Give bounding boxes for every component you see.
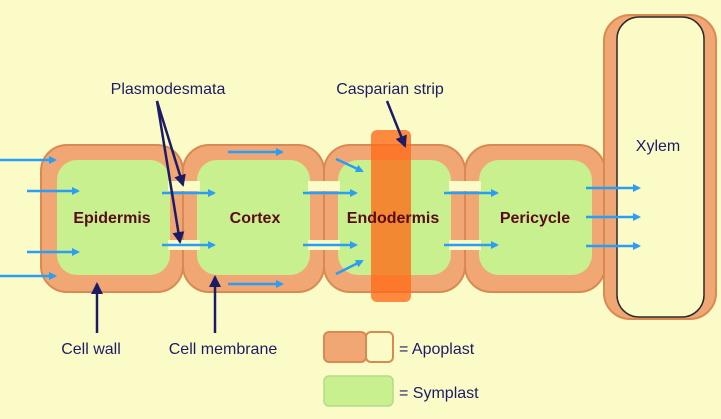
cell-labels: Epidermis Cortex Endodermis Pericycle (73, 210, 570, 227)
plasmodesmata-pointer (155, 100, 186, 187)
cell-wall-annotation: Cell wall (61, 341, 121, 358)
xylem-label: Xylem (636, 138, 680, 155)
cell-membrane-annotation: Cell membrane (169, 341, 278, 358)
flow-arrow (335, 157, 364, 173)
casparian-strip-pointer (385, 100, 407, 148)
legend: = Apoplast = Symplast (323, 331, 479, 407)
casparian-strip-annotation: Casparian strip (336, 81, 444, 98)
water-flow-arrows (0, 148, 641, 288)
cytoplasm-group (57, 160, 592, 275)
epidermis-cytoplasm (57, 160, 170, 275)
epidermis-label: Epidermis (73, 210, 150, 227)
pericycle-cytoplasm (479, 160, 592, 275)
plasmodesmata-pointer (155, 100, 185, 244)
legend-apoplast-wall-swatch (323, 331, 367, 363)
legend-symplast-label: = Symplast (399, 385, 479, 402)
plasmodesma-channel (308, 181, 340, 191)
plasmodesma-channel (449, 181, 481, 191)
annotations: Plasmodesmata Casparian strip Cell wall … (61, 81, 444, 358)
cortex-label: Cortex (230, 210, 281, 227)
plasmodesmata-annotation: Plasmodesmata (111, 81, 226, 98)
casparian-strip (371, 130, 411, 302)
pericycle-label: Pericycle (500, 210, 570, 227)
legend-apoplast-space-swatch (365, 331, 394, 363)
legend-apoplast-label: = Apoplast (399, 341, 475, 358)
pointer-arrows (91, 100, 407, 333)
plasmodesma-channel (168, 181, 200, 191)
flow-arrow (335, 259, 364, 276)
legend-symplast-swatch (323, 375, 394, 407)
xylem-lumen (616, 16, 705, 318)
endodermis-label: Endodermis (347, 210, 440, 227)
xylem-vessel: Xylem (603, 14, 717, 320)
cortex-cytoplasm (197, 160, 310, 275)
